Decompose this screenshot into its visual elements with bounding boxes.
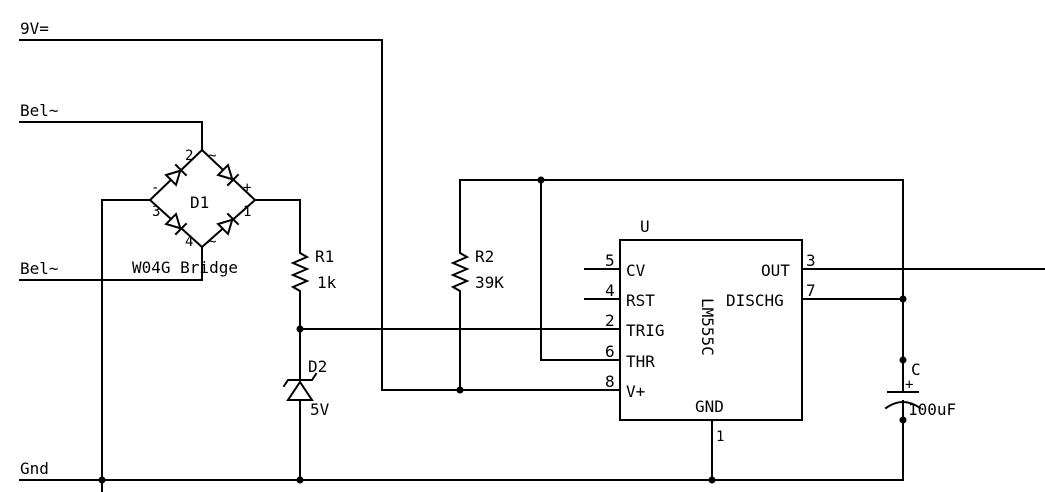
d2-ref: D2 [308,357,327,376]
junction-dot [98,476,106,484]
junction-dot [296,325,304,333]
pin-name-rst: RST [626,291,655,310]
pin-num-cv: 5 [605,251,615,270]
pin-num-out: 3 [806,251,816,270]
pin-name-gnd: GND [695,397,724,416]
junction-dot [708,476,716,484]
pin-name-thr: THR [626,352,655,371]
pin-num-vplus: 8 [605,372,615,391]
net-label-bel1: Bel~ [20,101,59,120]
bridge-pin-3: 3 [152,204,160,220]
bridge-rectifier: D1 2 ~ - 3 + 1 4 ~ W04G Bridge [132,148,257,277]
r2-value: 39K [475,273,504,292]
wire-bridge-plus [254,199,301,246]
wire-9v [19,39,621,391]
net-label-bel2: Bel~ [20,259,59,278]
pin-num-trig: 2 [605,311,615,330]
bridge-ac-bottom: ~ [208,234,216,250]
r2-ref: R2 [475,247,494,266]
wires [19,39,1045,492]
bridge-plus: + [243,180,251,196]
bridge-pin-4: 4 [185,234,193,250]
junction-dot [537,176,545,184]
junctions [98,176,907,484]
capacitor-c: + C 100uF [884,357,956,421]
ic-body [619,239,803,421]
ic-ref: U [640,217,650,236]
pin-name-trig: TRIG [626,321,665,340]
resistor-icon [450,244,470,294]
ic-555: U LM555C 5 CV 4 RST 2 TRIG 6 THR 8 V+ 3 … [605,217,816,445]
pin-num-dischg: 7 [806,281,816,300]
cap-plus: + [905,377,913,393]
cap-value: 100uF [908,400,956,419]
bridge-ref: D1 [190,193,209,212]
bridge-pin-2: 2 [185,148,193,164]
bridge-diode-icon [164,212,188,236]
net-label-gnd: Gnd [20,459,49,478]
r1-value: 1k [317,273,337,292]
resistor-icon [290,244,310,294]
pin-name-dischg: DISCHG [726,291,784,310]
resistor-r2: R2 39K [450,244,504,294]
bridge-outline [148,148,257,249]
cap-ref: C [911,360,921,379]
pin-num-gnd: 1 [716,429,724,445]
pin-name-vplus: V+ [626,382,645,401]
pin-num-thr: 6 [605,342,615,361]
wire-bridge-minus [101,199,151,492]
junction-dot [296,476,304,484]
zener-diode-icon [286,380,314,401]
junction-dot [899,295,907,303]
bridge-diode-icon [216,163,240,187]
bridge-diode-icon [216,212,240,236]
d2-value: 5V [310,400,330,419]
bridge-minus: - [151,180,159,196]
junction-dot [456,386,464,394]
wire-bel2 [19,246,203,281]
bridge-diode-icon [164,163,188,187]
ic-part: LM555C [698,298,717,356]
bridge-pin-1: 1 [243,204,251,220]
pin-name-cv: CV [626,261,646,280]
zener-d2: D2 5V [282,357,330,419]
pin-name-out: OUT [761,261,790,280]
bridge-part: W04G Bridge [132,258,238,277]
bridge-ac-top: ~ [208,148,216,164]
wire-bel1 [19,121,203,151]
net-label-9v: 9V= [20,19,49,38]
pin-num-rst: 4 [605,281,615,300]
wire-thr [540,179,621,361]
r1-ref: R1 [315,247,334,266]
resistor-r1: R1 1k [290,244,337,294]
